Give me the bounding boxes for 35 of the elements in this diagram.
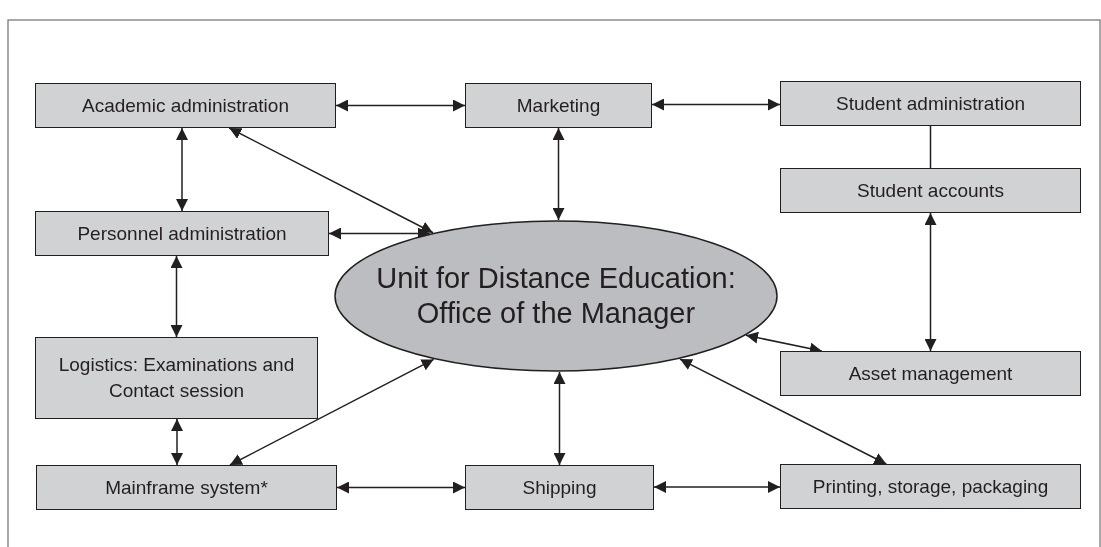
arrow [335,99,466,112]
arrow [651,98,781,111]
arrow [336,481,466,494]
node-label: Shipping [521,475,598,500]
node-label: Student administration [834,91,1027,116]
process-box [35,337,318,419]
node-label: Marketing [515,93,602,118]
arrow [653,481,781,493]
arrow [924,212,937,352]
process-box [465,83,652,128]
node-label: Mainframe system* [104,475,269,500]
arrow [176,127,188,212]
arrow [552,127,565,221]
node-label: Printing, storage, packaging [811,474,1050,499]
process-box [465,465,654,510]
node-label: Logistics: Examinations and Contact session [57,353,296,403]
arrow [170,255,183,338]
arrow [328,227,431,240]
node-label: Asset management [847,361,1014,386]
arrow [679,358,887,465]
process-box [780,464,1081,509]
node-label: Student accounts [856,178,1005,203]
process-box [780,351,1081,396]
node-label: Unit for Distance Education: Office of the Manager [375,261,737,331]
node-label: Academic administration [81,93,290,118]
arrow [229,358,435,466]
process-box [780,168,1081,213]
process-box [35,211,329,256]
arrow [228,127,434,234]
node-label: Personnel administration [76,221,288,246]
arrow [553,371,566,466]
process-box [780,81,1081,126]
process-box [36,465,337,510]
arrow [171,418,183,466]
process-box [35,83,336,128]
